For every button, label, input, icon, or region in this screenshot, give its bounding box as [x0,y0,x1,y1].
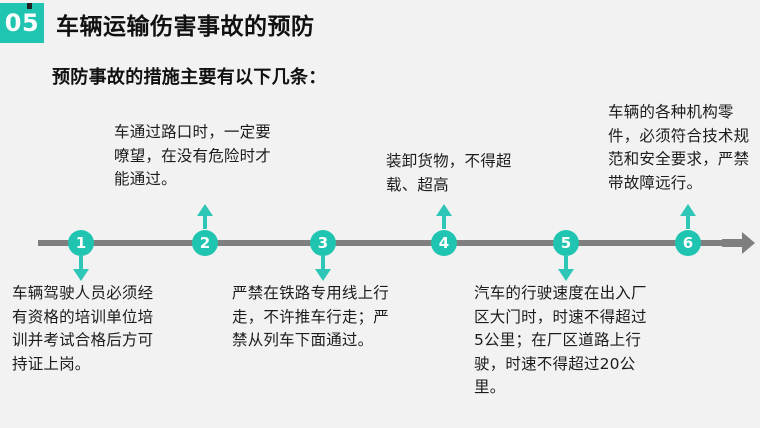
timeline-note-2: 车通过路口时，一定要嘹望，在没有危险时才能通过。 [114,123,272,189]
timeline-note-4: 装卸货物，不得超载、超高 [386,152,512,194]
timeline-note-6: 车辆的各种机构零件，必须符合技术规范和安全要求，严禁带故障远行。 [608,103,750,192]
timeline-connector-down-1-icon [72,256,90,286]
timeline-connector-down-5-icon [557,256,575,286]
timeline-connector-down-3-icon [314,256,332,286]
section-number-badge: 05 [0,3,44,43]
timeline-connector-up-4-icon [435,204,453,234]
timeline-node-5-label: 5 [560,234,572,252]
timeline-node-6[interactable]: 6 [675,230,701,256]
timeline-node-1[interactable]: 1 [68,230,94,256]
timeline-connector-up-6-icon [679,204,697,234]
badge-notch-mark [27,3,32,9]
timeline-note-1: 车辆驾驶人员必须经有资格的培训单位培训并考试合格后方可持证上岗。 [12,284,154,373]
timeline-note-3: 严禁在铁路专用线上行走，不许推车行走；严禁从列车下面通过。 [232,284,390,350]
page-title: 车辆运输伤害事故的预防 [56,14,315,40]
timeline-node-3[interactable]: 3 [310,230,336,256]
subtitle-heading: 预防事故的措施主要有以下几条： [52,67,327,88]
timeline-node-4-label: 4 [438,234,450,252]
timeline-note-5: 汽车的行驶速度在出入厂区大门时，时速不得超过5公里；在厂区道路上行驶，时速不得超… [474,284,647,397]
timeline-connector-up-2-icon [196,204,214,234]
timeline-node-4[interactable]: 4 [431,230,457,256]
timeline-node-2-label: 2 [199,234,211,252]
page-header: 05 车辆运输伤害事故的预防 [0,0,760,52]
timeline-node-6-label: 6 [682,234,694,252]
timeline-node-3-label: 3 [317,234,329,252]
timeline-node-5[interactable]: 5 [553,230,579,256]
timeline-node-1-label: 1 [75,234,87,252]
timeline-axis-line [38,240,728,246]
timeline-node-2[interactable]: 2 [192,230,218,256]
timeline-arrowhead-icon [722,231,756,259]
section-number-label: 05 [4,9,40,37]
